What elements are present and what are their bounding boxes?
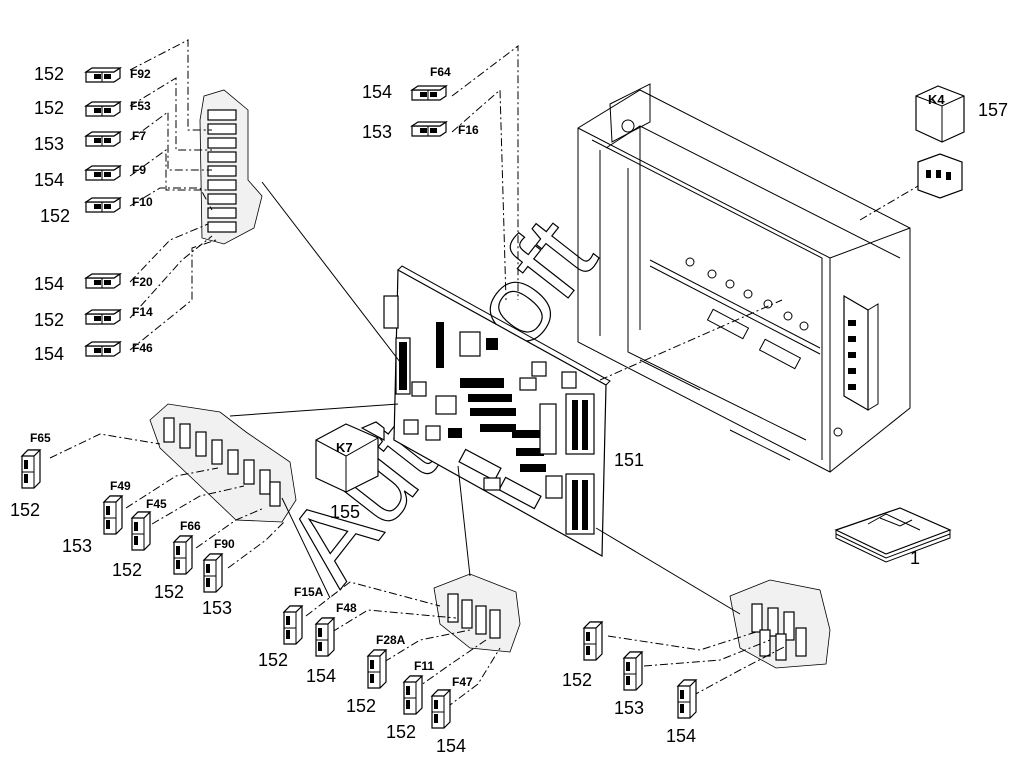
fuse-code: F65: [30, 431, 51, 445]
fuse-item: F46 154: [34, 341, 153, 364]
part-ref: 154: [34, 344, 64, 364]
fuse-code: F16: [458, 123, 479, 137]
fuse-code: F45: [146, 497, 167, 511]
fuse-code: F90: [214, 537, 235, 551]
fuse-group-center-bottom: F15A 152 F48 154 F28A 152 F11 152 F47 15…: [258, 585, 473, 756]
fuse-item: F45 152: [112, 497, 167, 580]
leader-lines: [49, 39, 919, 709]
fuse-item: F92 152: [34, 64, 151, 84]
callout-manual: 1: [910, 548, 920, 568]
fuse-group-right-bottom: 152 153 154: [562, 621, 697, 746]
part-ref: 152: [154, 582, 184, 602]
fuse-item: F16 153: [362, 121, 479, 142]
fuse-code: F15A: [294, 585, 324, 599]
fuse-code: F92: [130, 67, 151, 81]
callout-relay-k7: 155: [330, 502, 360, 522]
fuse-code: F20: [132, 275, 153, 289]
fuse-code: F11: [414, 659, 434, 673]
part-ref: 152: [346, 696, 376, 716]
fuse-item: 153: [614, 651, 644, 718]
fuse-item: F9 154: [34, 163, 146, 190]
part-ref: 154: [34, 170, 64, 190]
part-ref: 154: [436, 736, 466, 756]
enclosure-box: [577, 83, 911, 473]
part-ref: 153: [362, 122, 392, 142]
circuit-board: [383, 265, 611, 558]
fuse-item: F53 152: [34, 98, 151, 118]
fuse-code: F48: [336, 601, 357, 615]
fuse-code: F49: [110, 479, 131, 493]
relay-k7-label: K7: [336, 440, 353, 455]
fuse-item: F20 154: [34, 273, 153, 294]
fuse-item: F14 152: [34, 305, 153, 330]
part-ref: 152: [34, 98, 64, 118]
part-ref: 152: [10, 500, 40, 520]
fuse-group-left-bottom: F65 152 F49 153 F45 152 F66 152 F90 153: [10, 431, 235, 618]
fuse-item: F49 153: [62, 479, 131, 556]
relay-k4: K4: [915, 85, 965, 143]
fuse-code: F46: [132, 341, 153, 355]
manual-book: [834, 507, 952, 563]
part-ref: 152: [112, 560, 142, 580]
fuse-item: F65 152: [10, 431, 51, 520]
callout-relay-k4: 157: [978, 100, 1008, 120]
fuse-item: F7 153: [34, 129, 146, 154]
fuse-code: F10: [132, 195, 153, 209]
fuse-item: F66 152: [154, 519, 201, 602]
fuse-item: F64 154: [362, 65, 451, 102]
fuse-group-upper-left: F92 152 F53 152 F7 153 F9 154 F10 152 F2…: [34, 64, 153, 364]
fuse-group-top-center: F64 154 F16 153: [362, 65, 479, 142]
fuse-holder-center: [433, 573, 521, 653]
fuse-item: F11 152: [386, 659, 434, 742]
part-ref: 153: [202, 598, 232, 618]
part-ref: 154: [34, 274, 64, 294]
fuse-code: F7: [132, 129, 146, 143]
part-ref: 152: [258, 650, 288, 670]
part-ref: 154: [306, 666, 336, 686]
fuse-code: F28A: [376, 633, 406, 647]
relay-k7: K7: [315, 421, 385, 493]
relay-k4-socket: [917, 153, 963, 199]
part-ref: 152: [34, 310, 64, 330]
callout-board: 151: [614, 450, 644, 470]
relay-k4-label: K4: [928, 92, 945, 107]
fuse-code: F14: [132, 305, 153, 319]
fuse-item: F48 154: [306, 601, 357, 686]
fuse-item: F90 153: [202, 537, 235, 618]
part-ref: 152: [386, 722, 416, 742]
fuse-item: 152: [562, 621, 603, 690]
part-ref: 153: [62, 536, 92, 556]
part-ref: 154: [362, 82, 392, 102]
fuse-code: F64: [430, 65, 451, 79]
fuse-code: F66: [180, 519, 201, 533]
fuse-holder-left: [149, 403, 297, 523]
fuse-item: F15A 152: [258, 585, 324, 670]
part-ref: 152: [40, 206, 70, 226]
part-ref: 153: [614, 698, 644, 718]
part-ref: 152: [34, 64, 64, 84]
fuse-item: 154: [666, 679, 697, 746]
fuse-holder-right: [729, 579, 831, 669]
part-ref: 152: [562, 670, 592, 690]
fuse-code: F9: [132, 163, 146, 177]
part-ref: 154: [666, 726, 696, 746]
fuse-code: F53: [130, 99, 151, 113]
fuse-item: F10 152: [40, 195, 153, 226]
fuse-holder-upper: [199, 89, 263, 245]
fuse-item: F28A 152: [346, 633, 406, 716]
part-ref: 153: [34, 134, 64, 154]
fuse-code: F47: [452, 675, 473, 689]
fuse-item: F47 154: [431, 675, 473, 756]
